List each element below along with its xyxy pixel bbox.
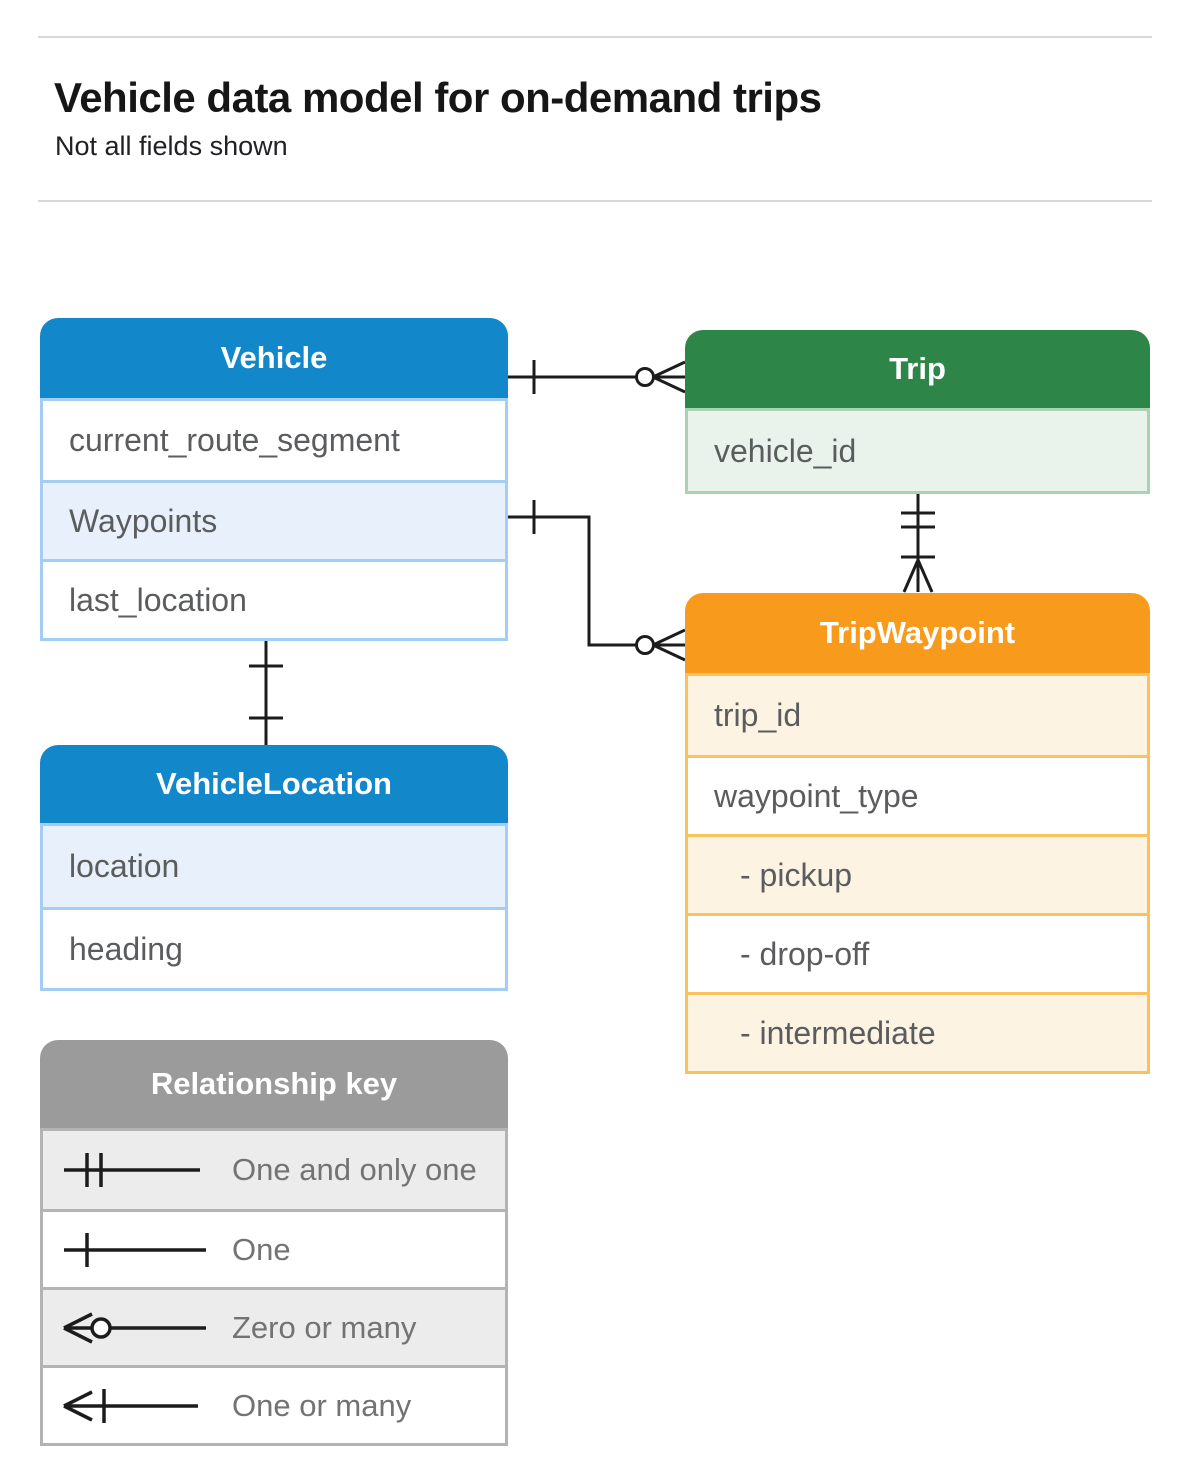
vehicle-vehiclelocation-connector: [249, 636, 283, 745]
field-trip-id: trip_id: [688, 676, 1147, 755]
waypoints-tripwaypoint-connector: [508, 500, 686, 662]
header-divider: [38, 200, 1152, 202]
one-or-many-icon: [63, 1388, 198, 1423]
field-vehicle-id: vehicle_id: [688, 411, 1147, 491]
page-title: Vehicle data model for on-demand trips: [54, 74, 822, 121]
entity-trip-title: Trip: [685, 330, 1150, 408]
field-heading: heading: [43, 907, 505, 988]
relationship-key-title: Relationship key: [40, 1040, 508, 1128]
zero-or-many-icon: [63, 1311, 206, 1344]
page-subtitle: Not all fields shown: [55, 131, 288, 161]
field-current-route-segment: current_route_segment: [43, 401, 505, 480]
top-divider: [38, 36, 1152, 38]
legend-label: One or many: [232, 1387, 412, 1423]
entity-vehicle-title: Vehicle: [40, 318, 508, 398]
field-location: location: [43, 826, 505, 907]
legend-label: Zero or many: [232, 1309, 417, 1345]
entity-vehicle: Vehicle current_route_segment Waypoints …: [40, 318, 508, 641]
legend-item-one-and-only-one: One and only one: [43, 1131, 505, 1209]
one-icon: [64, 1232, 206, 1267]
trip-tripwaypoint-connector: [901, 490, 935, 593]
entity-tripwaypoint: TripWaypoint trip_id waypoint_type - pic…: [685, 593, 1150, 1074]
entity-vehiclelocation-title: VehicleLocation: [40, 745, 508, 823]
entity-tripwaypoint-title: TripWaypoint: [685, 593, 1150, 673]
legend-item-zero-or-many: Zero or many: [43, 1287, 505, 1365]
field-waypoints: Waypoints: [43, 480, 505, 559]
vehicle-trip-connector: [508, 360, 686, 394]
field-drop-off: - drop-off: [688, 913, 1147, 992]
legend-label: One: [232, 1231, 291, 1267]
relationship-key: Relationship key One and only one One: [40, 1040, 508, 1446]
legend-item-one: One: [43, 1209, 505, 1287]
entity-vehiclelocation: VehicleLocation location heading: [40, 745, 508, 991]
entity-trip: Trip vehicle_id: [685, 330, 1150, 494]
field-intermediate: - intermediate: [688, 992, 1147, 1071]
field-last-location: last_location: [43, 559, 505, 638]
one-and-only-one-icon: [64, 1153, 200, 1187]
legend-label: One and only one: [232, 1152, 477, 1187]
legend-item-one-or-many: One or many: [43, 1365, 505, 1443]
field-waypoint-type: waypoint_type: [688, 755, 1147, 834]
field-pickup: - pickup: [688, 834, 1147, 913]
